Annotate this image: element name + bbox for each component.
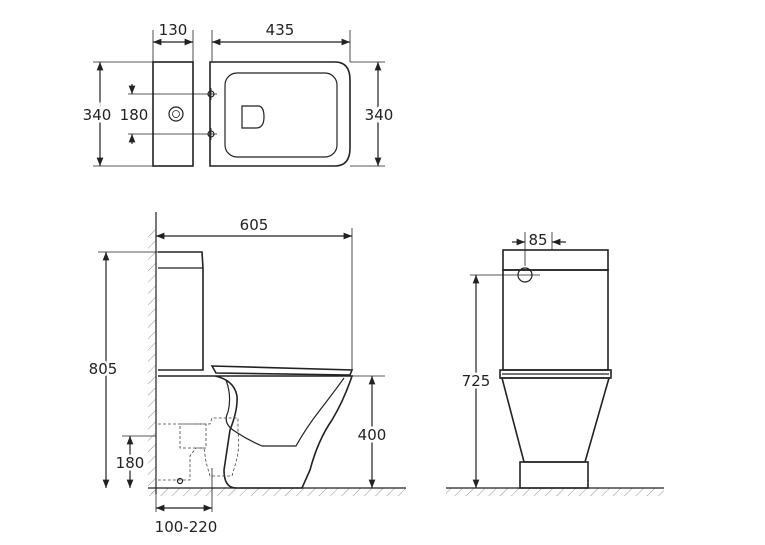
floor-hatch-front [446,488,664,496]
dim-height-left: 340 [83,106,112,124]
dim-outlet-offset: 100-220 [155,518,218,536]
tank-flush-hole [168,106,184,122]
front-view: 85 725 [446,231,664,496]
dim-inlet-height: 725 [462,372,491,390]
dim-bowl-width: 435 [266,21,295,39]
dim-tank-width: 130 [159,21,188,39]
side-view: 605 805 400 180 100-220 [86,212,406,536]
bowl-inner-outline [224,72,338,158]
bowl-front [500,377,611,463]
dim-seat-height: 400 [358,426,387,444]
dim-inlet-offset: 85 [528,231,547,249]
top-view: 130 435 340 180 [80,21,396,167]
tank-lid-front [502,249,609,271]
fixing-hole-lower [205,128,217,140]
dim-length: 605 [240,216,269,234]
tank-side-outline [158,251,204,371]
tank-body-front [502,269,609,371]
bowl-drain [241,105,265,129]
dim-height: 805 [89,360,118,378]
bowl-top-outline [209,61,351,167]
dim-height-right: 340 [365,106,394,124]
pedestal-front [519,461,589,489]
seat-lid [210,365,354,376]
fixing-hole-upper [205,88,217,100]
floor-fixing [176,477,184,485]
tank-top-outline [152,61,194,167]
dim-outlet-height: 180 [116,454,145,472]
trap-hidden-line [158,417,240,481]
dim-inlet-spacing: 180 [120,106,149,124]
wall-hatch [148,228,156,494]
bowl-inner-outline [225,377,345,447]
outlet-hidden-line [179,423,207,449]
floor-hatch [148,488,406,496]
bowl-body-outline [158,375,354,489]
